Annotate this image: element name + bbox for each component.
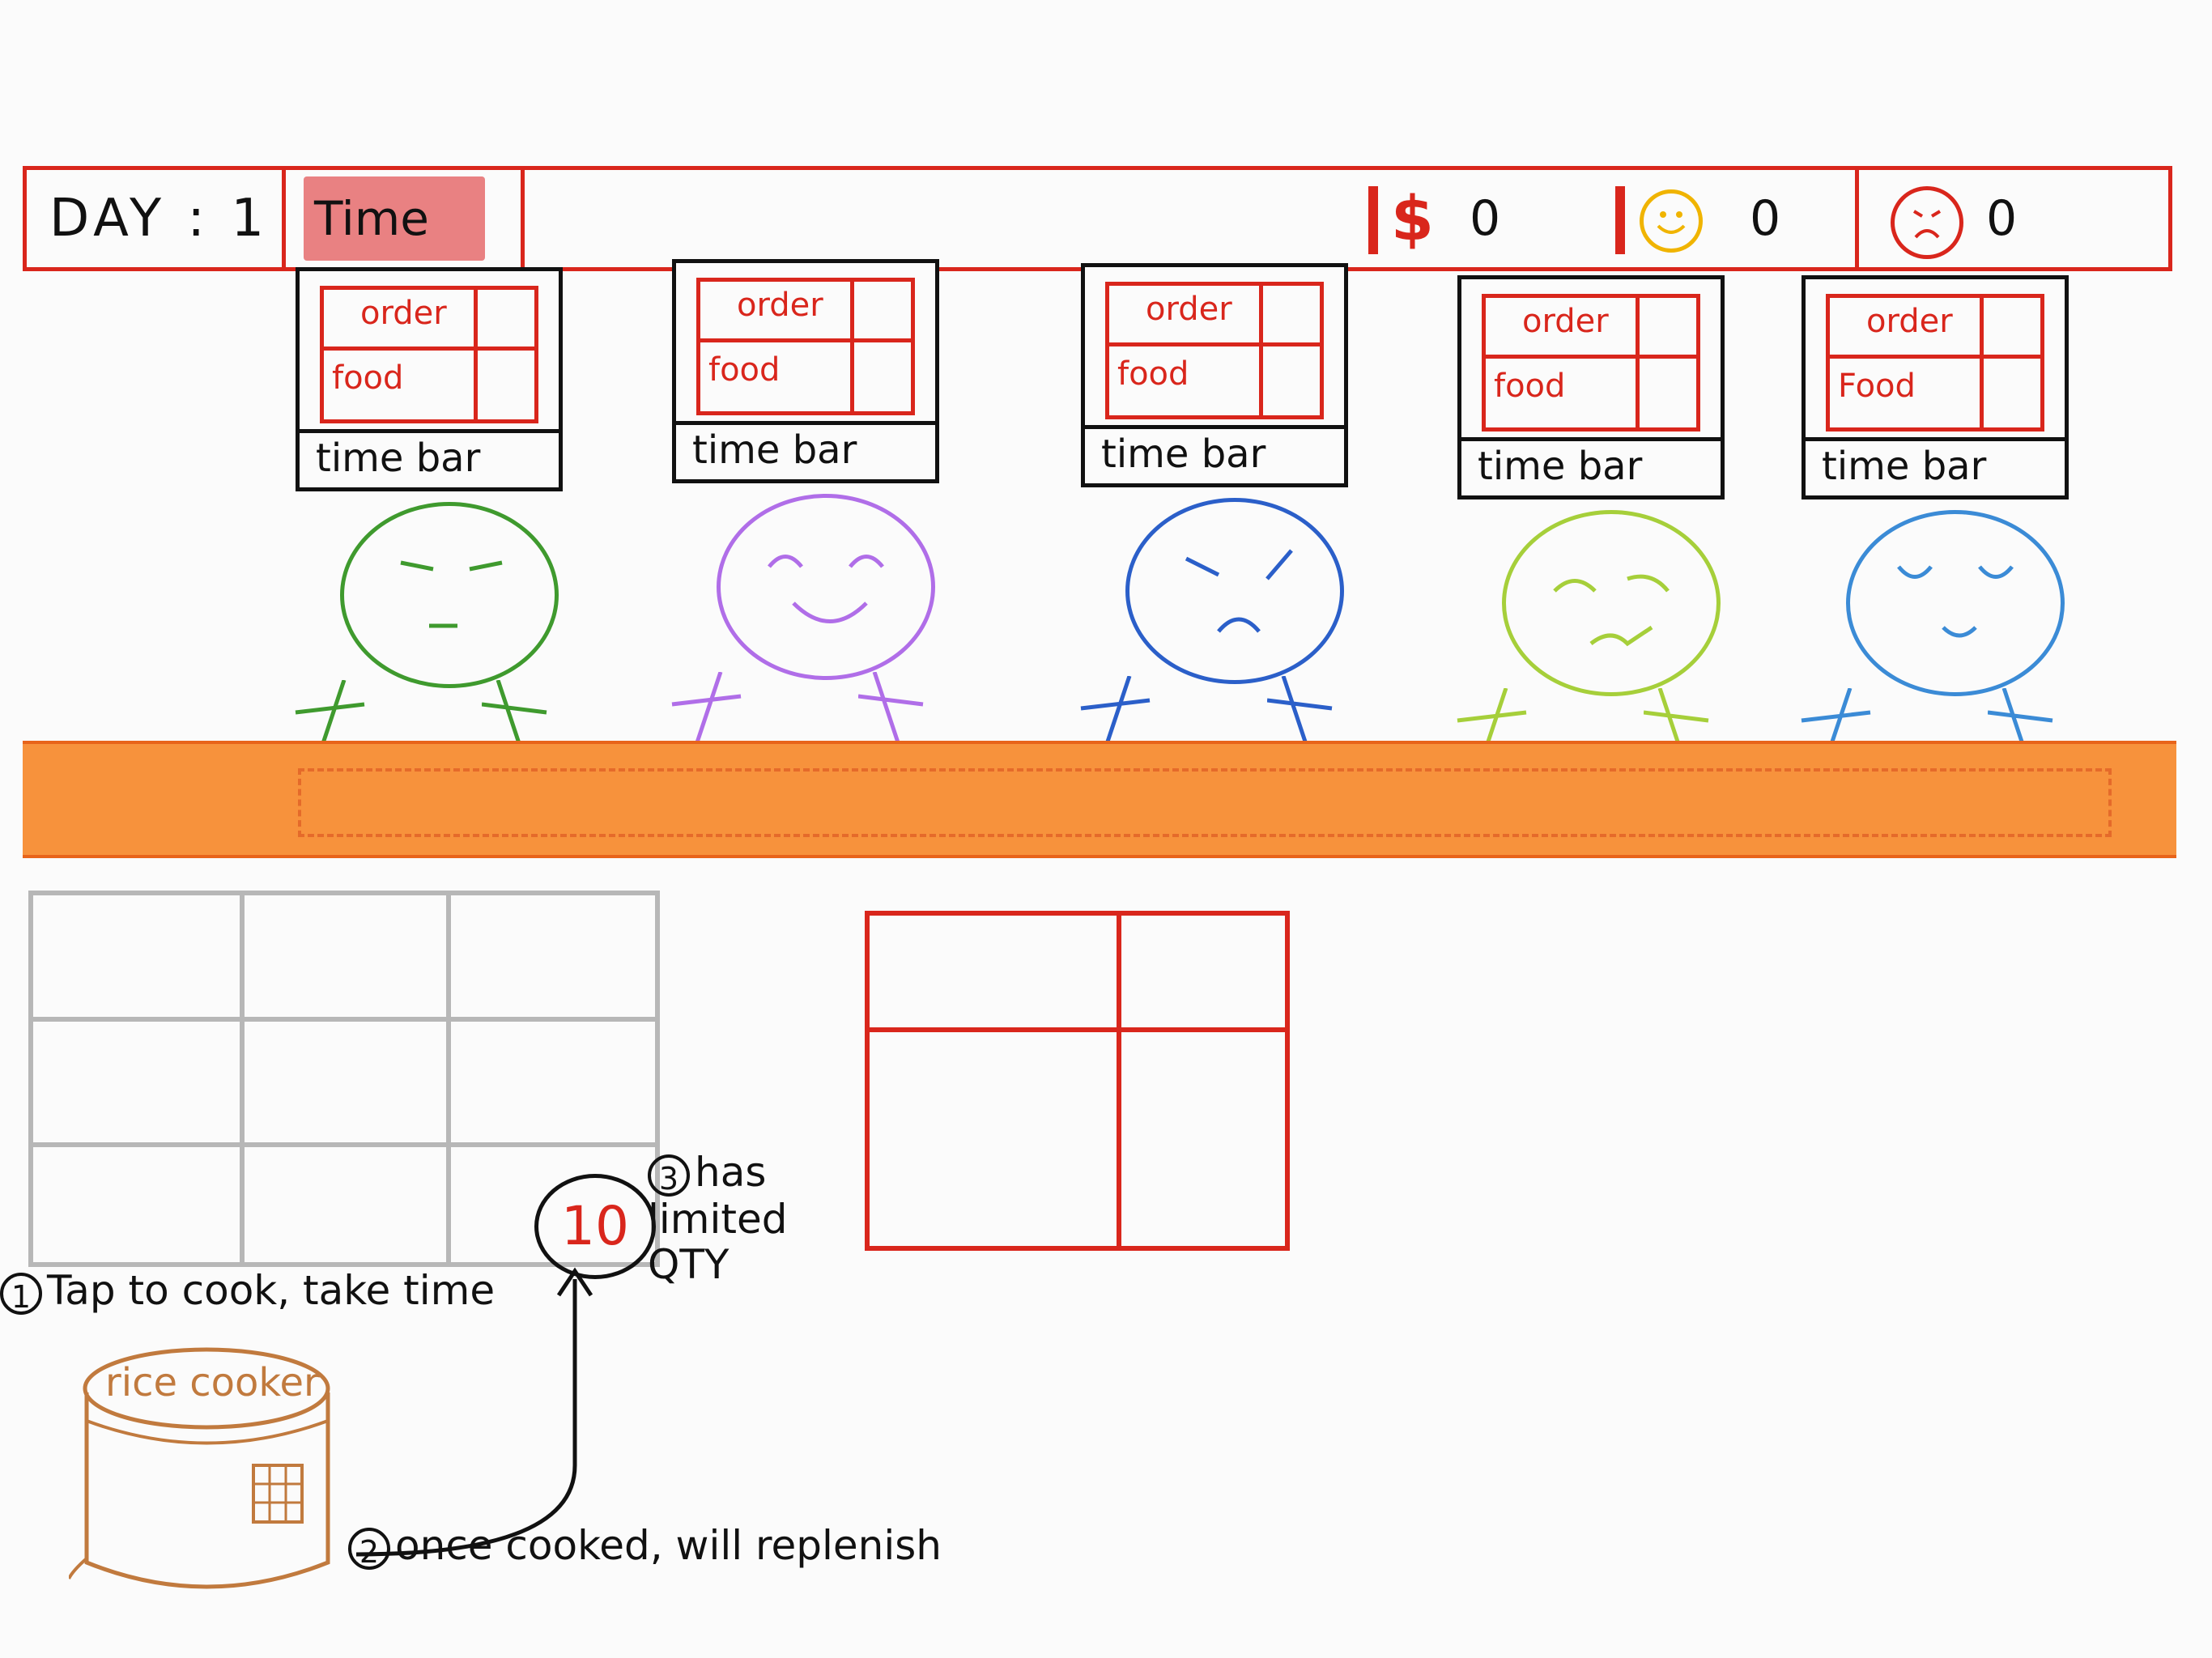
ingredient-slot[interactable] (33, 1022, 240, 1142)
replenish-arrow (355, 1267, 593, 1557)
customer-arm (858, 672, 924, 746)
day-time-bar-fill (304, 176, 485, 261)
customer-arm (671, 672, 742, 746)
grid-divider (33, 1142, 655, 1147)
ingredient-slot[interactable] (245, 1147, 446, 1262)
money-value: 0 (1470, 190, 1501, 247)
dollar-icon: $ (1391, 182, 1434, 254)
note-text: once cooked, will replenish (395, 1522, 942, 1569)
customer-time-bar: time bar (1457, 441, 1725, 500)
serving-counter (23, 741, 2176, 858)
prep-divider (870, 1027, 1285, 1032)
customer-time-bar: time bar (1081, 429, 1348, 487)
customer[interactable]: order food time bar (671, 259, 963, 746)
order-grid: order food (1105, 282, 1324, 419)
customer[interactable]: order food time bar (1457, 275, 1749, 762)
step-number: 1 (0, 1272, 42, 1315)
ingredient-grid (28, 891, 660, 1267)
order-label: order (360, 295, 447, 332)
ingredient-slot[interactable] (245, 1022, 446, 1142)
angry-stat-box (1855, 170, 2167, 267)
order-grid: order food (696, 278, 915, 415)
day-time-bar: Time Bar (286, 170, 525, 343)
order-label: order (1146, 291, 1232, 328)
food-label: food (1117, 355, 1189, 393)
happy-count: 0 (1750, 190, 1781, 247)
order-grid: order food (320, 286, 538, 423)
food-label: food (332, 359, 404, 397)
order-card[interactable]: order food (1081, 263, 1348, 429)
ingredient-slot[interactable] (33, 895, 240, 1017)
order-label: order (1866, 303, 1953, 340)
note-text: Tap to cook, take time (47, 1267, 496, 1314)
customer[interactable]: order food time bar (295, 267, 587, 754)
angry-face-icon (1891, 186, 1963, 259)
counter-drop-zone[interactable] (298, 768, 2112, 837)
day-counter: DAY : 1 (27, 170, 286, 267)
customer-face-worried-icon (1502, 510, 1721, 696)
order-card[interactable]: order food (296, 267, 563, 433)
customer-time-bar: time bar (1802, 441, 2069, 500)
order-grid: order food (1482, 294, 1700, 432)
customer-arm (1267, 676, 1333, 750)
customer-arm (1080, 676, 1151, 750)
food-label: food (708, 351, 781, 389)
ingredient-slot[interactable] (245, 895, 446, 1017)
food-label: food (1494, 368, 1566, 405)
customer-time-bar: time bar (296, 433, 563, 491)
rice-cooker-label: rice cooker (105, 1360, 320, 1405)
happy-face-icon (1640, 189, 1703, 253)
customer-face-angry-icon (1125, 498, 1344, 684)
customer-face-neutral-icon (340, 502, 559, 688)
ingredient-slot[interactable] (33, 1147, 240, 1262)
customer-time-bar: time bar (672, 425, 939, 483)
money-marker (1368, 186, 1378, 254)
prep-tray[interactable] (865, 911, 1290, 1251)
order-label: order (737, 287, 823, 324)
order-label: order (1522, 303, 1609, 340)
note-text: has limited QTY (648, 1149, 788, 1288)
prep-divider (1117, 916, 1121, 1246)
customer-face-content-icon (1846, 510, 2065, 696)
ingredient-slot[interactable] (451, 1022, 655, 1142)
rice-quantity-badge: 10 (534, 1174, 656, 1279)
happy-marker (1615, 186, 1625, 254)
grid-divider (240, 895, 245, 1262)
rice-cooker[interactable] (69, 1344, 348, 1611)
hud-bar: DAY : 1 Time Bar $ 0 0 0 (23, 166, 2172, 343)
step-number: 2 (348, 1527, 390, 1570)
customer-face-happy-icon (717, 494, 935, 680)
order-card[interactable]: order food (1457, 275, 1725, 441)
grid-divider (33, 1017, 655, 1022)
grid-divider (446, 895, 451, 1262)
food-label: Food (1838, 368, 1916, 405)
angry-count: 0 (1986, 190, 2018, 247)
order-card[interactable]: order food (672, 259, 939, 425)
ingredient-slot[interactable] (451, 895, 655, 1017)
step-number: 3 (648, 1154, 690, 1197)
customer[interactable]: order food time bar (1080, 263, 1372, 750)
